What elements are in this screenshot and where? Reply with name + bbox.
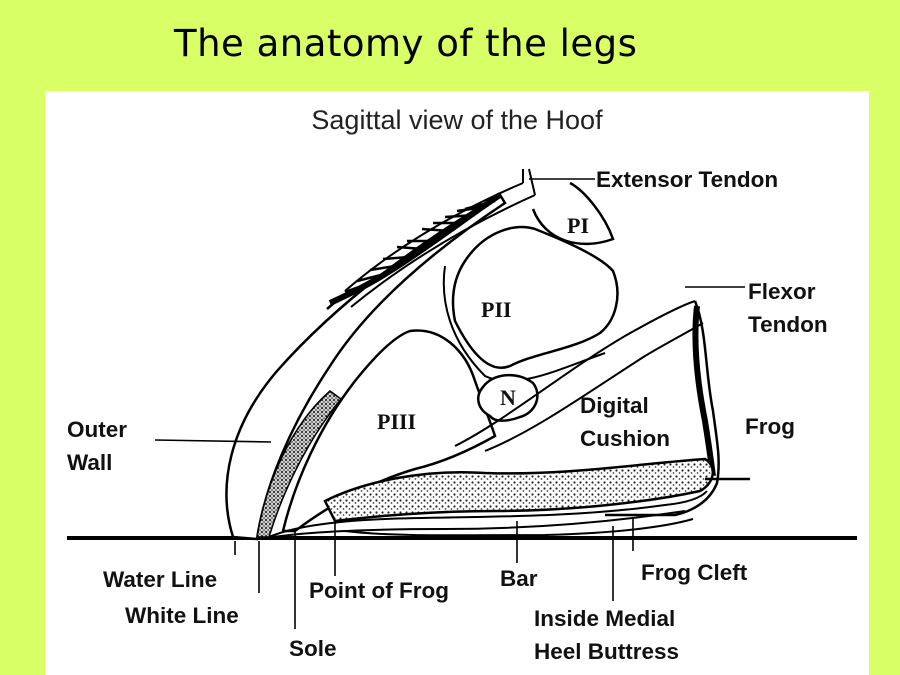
heel-hair [692,305,716,477]
label-inside-medial-2: Heel Buttress [534,639,679,664]
leader-lines [154,178,745,629]
white-line-band [256,390,343,538]
label-p1: PI [567,213,589,238]
label-outer-wall-1: Outer [67,417,127,442]
bone-p2-shape [451,225,619,369]
slide-title: The anatomy of the legs [174,22,638,65]
label-frog-cleft: Frog Cleft [641,560,748,585]
extensor-tendon-shape [522,168,536,196]
flexor-tendon-shape [454,300,704,452]
bone-p3-shape [281,329,497,533]
label-bar: Bar [500,566,538,591]
label-p3: PIII [377,409,416,434]
label-white-line: White Line [125,603,239,628]
inner-wall-line [344,182,536,308]
label-extensor-tendon: Extensor Tendon [596,167,778,192]
label-flexor-2: Tendon [748,312,828,337]
label-p2: PII [481,297,512,322]
label-digital-1: Digital [580,393,649,418]
label-navicular: N [500,385,516,410]
label-outer-wall-2: Wall [67,450,112,475]
label-point-of-frog: Point of Frog [309,578,449,603]
sole-layers [268,490,708,538]
label-inside-medial-1: Inside Medial [534,606,675,631]
outer-wall-shape [225,193,507,541]
label-water-line: Water Line [103,567,217,592]
label-flexor-1: Flexor [748,279,816,304]
bone-p2-outline [442,265,606,382]
label-frog: Frog [745,414,795,439]
bone-p1-shape [531,181,615,246]
diagram-title: Sagittal view of the Hoof [311,105,603,135]
frog-pad-shape [323,457,714,523]
frog-heel-shape [605,300,720,517]
diagram-panel: Sagittal view of the Hoof [45,91,869,675]
navicular-shape [477,374,539,422]
label-digital-2: Cushion [580,426,670,451]
label-sole: Sole [289,636,337,661]
coronet-hair [326,192,502,310]
hoof-diagram: PI PII PIII N Extensor Tendon Flexor Ten… [67,167,857,664]
